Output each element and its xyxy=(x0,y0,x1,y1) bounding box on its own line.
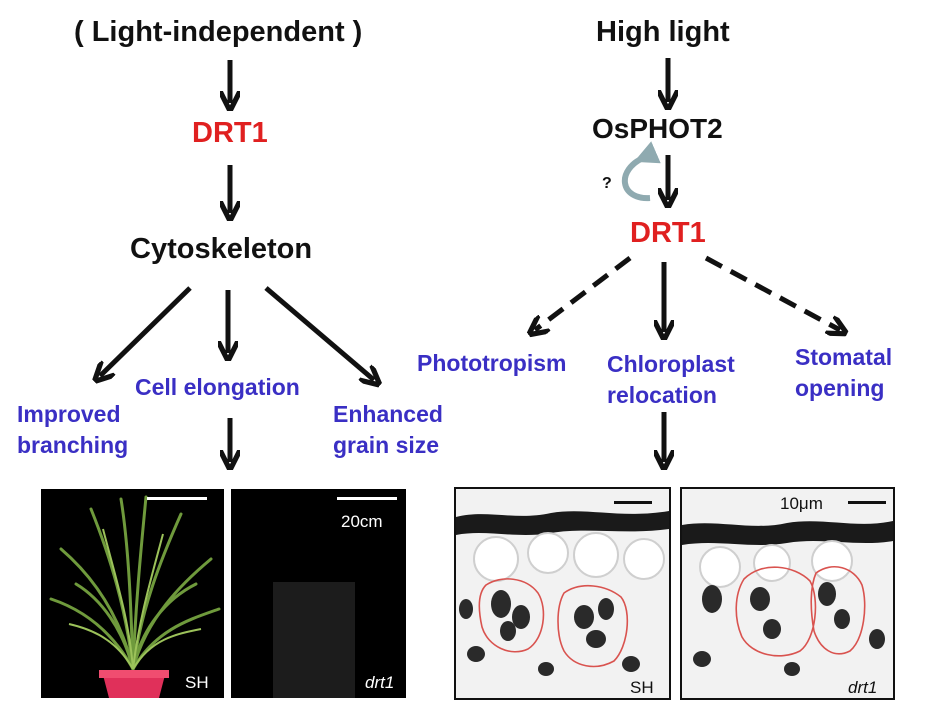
drt1-left-label: DRT1 xyxy=(192,117,268,149)
improved-branching-label: Improved branching xyxy=(17,401,129,458)
osphot2-label: OsPHOT2 xyxy=(592,113,723,144)
cell-wild-type-label: SH xyxy=(630,678,654,697)
drt1-right-label: DRT1 xyxy=(630,217,706,249)
high-light-label: High light xyxy=(596,16,730,48)
cell-scale-bar-wild-type xyxy=(614,501,652,504)
cytoskeleton-label: Cytoskeleton xyxy=(130,233,313,265)
cell-illustration-drt1 xyxy=(682,521,893,676)
chloroplast-relocation-label: Chloroplast relocation xyxy=(607,351,735,408)
plant-scale-label: 20cm xyxy=(341,512,383,531)
cell-scale-label: 10μm xyxy=(780,494,823,513)
plant-scale-bar-wild-type xyxy=(147,497,207,500)
cell-scale-bar-drt1 xyxy=(848,501,886,504)
plant-scale-bar-drt1 xyxy=(337,497,397,500)
cell-illustration-wild-type xyxy=(456,511,669,676)
plant-photo-drt1: 20cm drt1 xyxy=(231,489,406,698)
phototropism-label: Phototropism xyxy=(417,350,567,376)
question-mark-label: ? xyxy=(602,175,612,192)
plant-drt1-label: drt1 xyxy=(365,673,395,692)
stomatal-opening-label: Stomatal opening xyxy=(795,344,893,401)
enhanced-grain-size-label: Enhanced grain size xyxy=(333,401,443,458)
plant-illustration-wild-type xyxy=(49,495,221,698)
light-independent-label: ( Light-independent ) xyxy=(74,16,363,48)
cell-elongation-label: Cell elongation xyxy=(135,374,300,400)
arrow-to-branching xyxy=(100,286,192,376)
dashed-arrow-to-stomatal-opening xyxy=(704,255,840,330)
cell-micrograph-drt1: 10μm drt1 xyxy=(680,487,895,700)
arrow-to-grain-size xyxy=(264,286,374,380)
cell-drt1-label: drt1 xyxy=(848,678,878,697)
plant-photo-wild-type: SH xyxy=(41,489,224,698)
plant-wild-type-label: SH xyxy=(185,673,209,692)
feedback-curved-arrow xyxy=(622,141,661,202)
cell-micrograph-wild-type: SH xyxy=(454,487,671,700)
dashed-arrow-to-phototropism xyxy=(535,256,632,330)
